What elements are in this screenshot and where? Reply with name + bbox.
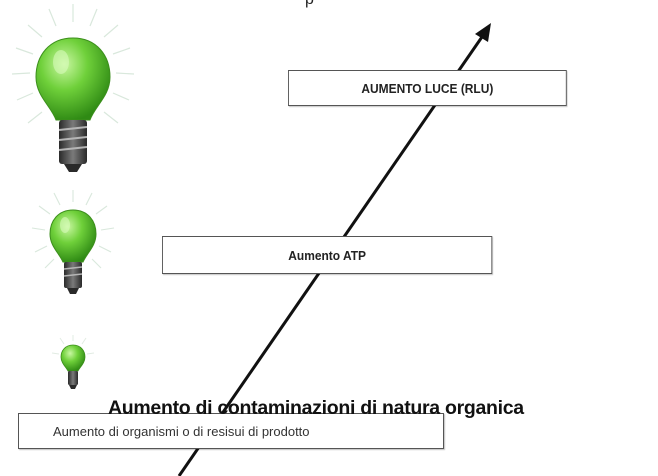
light-increase-box: AUMENTO LUCE (RLU) [288,70,567,106]
organic-contamination-title: Aumento di contaminazioni di natura orga… [108,397,524,419]
organisms-increase-box: Aumento di organismi o di resisui di pro… [18,413,444,449]
lightbulb-small-icon [51,335,95,389]
lightbulb-medium-icon [31,190,115,294]
top-text-fragment: p [305,0,314,9]
atp-increase-box: Aumento ATP [162,236,493,274]
lightbulb-large-icon [11,4,135,172]
